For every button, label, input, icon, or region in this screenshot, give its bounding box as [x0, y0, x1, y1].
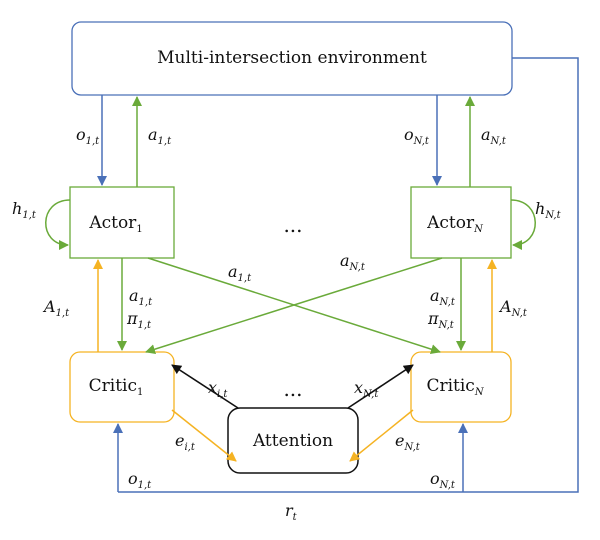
attention-box: [227, 407, 359, 474]
label-pi1t: π1,t: [126, 309, 152, 331]
critic-n-box: [410, 351, 512, 423]
loop-hNt: [510, 199, 536, 250]
label-hNt: hN,t: [535, 199, 562, 221]
label-ANt: AN,t: [498, 297, 528, 319]
label-h1t: h1,t: [12, 199, 37, 221]
ellipsis-critics: ...: [283, 377, 302, 401]
loop-h1t: [45, 199, 71, 250]
actor-1-label: Actor1: [88, 213, 142, 235]
label-xNt: xN,t: [354, 378, 379, 400]
label-piNt: πN,t: [427, 309, 455, 331]
label-rt: rt: [285, 501, 298, 523]
label-a1t-top: a1,t: [148, 125, 172, 147]
arrow-eNt: [349, 409, 414, 462]
label-xit: xi,t: [208, 378, 228, 400]
critic-1-box: [69, 351, 175, 423]
label-oNt-bot: oN,t: [430, 469, 456, 491]
label-oNt-top: oN,t: [404, 125, 430, 147]
arrow-aNt-cross: [145, 257, 443, 355]
ellipsis-actors: ...: [283, 213, 302, 237]
label-o1t-bot: o1,t: [128, 469, 152, 491]
arrow-eit: [171, 409, 237, 462]
environment-label: Multi-intersection environment: [157, 48, 427, 68]
label-o1t-top: o1,t: [76, 125, 100, 147]
label-aNt-top: aN,t: [481, 125, 507, 147]
label-a1t-mid: a1,t: [129, 286, 153, 308]
critic-n-label: CriticN: [426, 376, 484, 398]
feedback-rt-line: [118, 57, 579, 493]
label-A1t: A1,t: [42, 297, 70, 319]
actor-1-box: [69, 186, 175, 259]
label-eit: ei,t: [175, 431, 196, 453]
attention-label: Attention: [252, 431, 333, 451]
arrow-xNt: [347, 364, 414, 409]
label-a1t-cross: a1,t: [228, 262, 252, 284]
actor-n-box: [410, 186, 512, 259]
label-aNt-cross: aN,t: [340, 251, 366, 273]
label-eNt: eN,t: [395, 431, 421, 453]
critic-1-label: Critic1: [89, 376, 144, 398]
actor-n-label: ActorN: [426, 213, 484, 235]
label-aNt-mid: aN,t: [430, 286, 456, 308]
arrow-xit: [171, 364, 239, 409]
